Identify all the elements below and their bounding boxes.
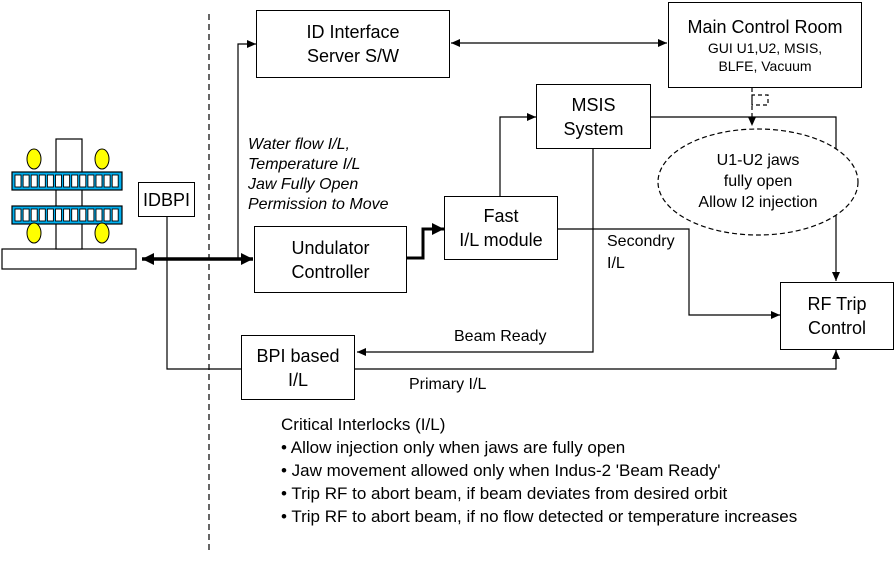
fast-il-line2: I/L module (459, 230, 543, 250)
idbpi-box[interactable]: IDBPI (138, 182, 195, 217)
note-item-1: • Jaw movement allowed only when Indus-2… (281, 461, 721, 480)
main-control-title: Main Control Room (687, 17, 843, 37)
jaws-line1: U1-U2 jaws (716, 152, 800, 169)
interlock-signal-2: Jaw Fully Open (248, 176, 359, 193)
edge-fastil-msis (499, 113, 536, 196)
magnet-block (103, 174, 111, 188)
idbpi-label: IDBPI (142, 189, 190, 210)
rf-trip-line1: RF Trip (807, 294, 867, 314)
main-control-line1: GUI U1,U2, MSIS, (707, 40, 823, 56)
undulator-column (55, 138, 83, 250)
note-item-2: • Trip RF to abort beam, if beam deviate… (281, 484, 728, 503)
beam-ready-label: Beam Ready (454, 328, 547, 345)
magnet-block (87, 208, 95, 222)
secondary-line2: I/L (607, 255, 625, 272)
interlock-signal-0: Water flow I/L, (248, 136, 350, 153)
magnet-block (111, 174, 119, 188)
magnet-block (103, 208, 111, 222)
undulator-picture (1, 138, 137, 270)
magnet-block (63, 174, 71, 188)
magnet-block (38, 174, 46, 188)
main-control-room-box[interactable]: Main Control Room GUI U1,U2, MSIS, BLFE,… (668, 2, 862, 88)
msis-line1: MSIS (571, 94, 616, 115)
edge-maincontrol-jaws (748, 88, 769, 126)
magnet-blocks (14, 174, 119, 222)
rf-trip-line2: Control (807, 318, 867, 338)
bpi-il-box[interactable]: BPI based I/L (241, 335, 355, 400)
note-item-0: • Allow injection only when jaws are ful… (281, 438, 626, 457)
magnet-block (22, 208, 30, 222)
msis-line2: System (563, 118, 624, 139)
secondary-il-label: Secondry I/L (607, 231, 675, 275)
edge-msis-rftrip (651, 116, 840, 281)
note-item-3: • Trip RF to abort beam, if no flow dete… (281, 507, 798, 526)
magnet-block (30, 208, 38, 222)
primary-il-label: Primary I/L (409, 376, 487, 393)
magnet-block (71, 208, 79, 222)
edge-fastil-rftrip (558, 228, 780, 319)
jaws-line2: fully open (723, 173, 793, 190)
bpi-line2: I/L (287, 369, 308, 390)
interlock-signals-label: Water flow I/L, Temperature I/L Jaw Full… (248, 135, 389, 215)
interlock-signal-3: Permission to Move (248, 196, 389, 213)
magnet-block (95, 208, 103, 222)
edge-msis-bpi (357, 149, 594, 356)
magnet-block (71, 174, 79, 188)
magnet-block (55, 208, 62, 222)
fast-il-line1: Fast (483, 206, 519, 226)
magnet-block (95, 174, 103, 188)
id-interface-server-box[interactable]: ID Interface Server S/W (256, 10, 450, 78)
interlock-signal-1: Temperature I/L (248, 156, 361, 173)
edge-bpi-rftrip (355, 350, 840, 370)
undulator-line1: Undulator (291, 237, 370, 258)
main-control-line2: BLFE, Vacuum (718, 58, 812, 74)
undulator-controller-box[interactable]: Undulator Controller (254, 226, 407, 293)
magnet-block (22, 174, 30, 188)
magnet-block (38, 208, 46, 222)
edge-undulator-fastil (407, 223, 444, 260)
critical-interlocks-notes: Critical Interlocks (I/L) • Allow inject… (281, 413, 866, 528)
pole-bottom-left (26, 222, 42, 244)
undulator-line2: Controller (291, 261, 370, 282)
id-interface-line2: Server S/W (306, 46, 399, 66)
magnet-block (87, 174, 95, 188)
magnet-block (14, 208, 22, 222)
secondary-line1: Secondry (607, 233, 675, 250)
magnet-block (63, 208, 71, 222)
jaws-line3: Allow I2 injection (698, 194, 818, 211)
undulator-support-base (1, 248, 137, 270)
rf-trip-control-box[interactable]: RF Trip Control (780, 282, 894, 350)
fast-il-module-box[interactable]: Fast I/L module (444, 196, 558, 260)
magnet-block (30, 174, 38, 188)
magnet-block (79, 174, 87, 188)
id-interface-line1: ID Interface (306, 22, 400, 42)
notes-heading: Critical Interlocks (I/L) (281, 415, 446, 434)
edge-bus-idserver (237, 40, 256, 259)
magnet-block (111, 208, 119, 222)
edge-idbpi-bpi (166, 217, 241, 370)
pole-top-left (26, 148, 42, 170)
magnet-block (79, 208, 87, 222)
magnet-block (46, 174, 54, 188)
msis-system-box[interactable]: MSIS System (536, 84, 651, 149)
bpi-line1: BPI based (256, 345, 340, 366)
magnet-block (14, 174, 22, 188)
magnet-block (46, 208, 54, 222)
jaws-dashed-ellipse (657, 128, 859, 236)
jaws-text: U1-U2 jaws fully open Allow I2 injection (658, 150, 858, 213)
pole-bottom-right (94, 222, 110, 244)
magnet-block (55, 174, 62, 188)
pole-top-right (94, 148, 110, 170)
